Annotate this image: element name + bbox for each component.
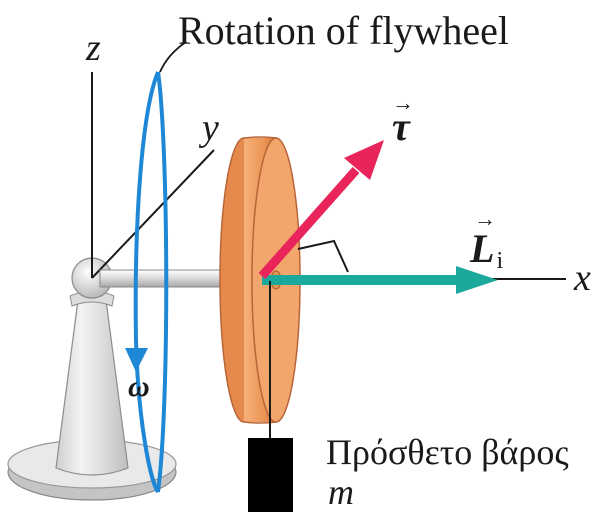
- added-weight-label: Πρόσθετο βάρος: [326, 432, 569, 472]
- added-weight-block: [248, 438, 293, 512]
- mass-label: m: [328, 472, 354, 512]
- rotation-loop-front: [133, 71, 160, 494]
- angular-momentum-label: Li: [469, 226, 503, 274]
- x-axis-label: x: [573, 257, 591, 299]
- angular-momentum-subscript: i: [496, 248, 503, 274]
- rotation-arrowhead: [125, 348, 148, 372]
- torque-vector: [258, 140, 384, 279]
- omega-label: ω: [128, 370, 150, 403]
- y-axis-label: y: [198, 107, 219, 149]
- caption-leader: [159, 41, 187, 73]
- angular-momentum-arrow-mark: →: [474, 206, 496, 231]
- stand: [7, 257, 177, 501]
- z-axis-label: z: [85, 27, 101, 69]
- flywheel-rim-top: [243, 136, 277, 139]
- caption-text: Rotation of flywheel: [178, 8, 509, 53]
- angular-momentum-vector: [262, 266, 498, 294]
- right-angle-marker: [297, 239, 349, 273]
- rotation-loop-back: [156, 71, 169, 493]
- flywheel-rim-bottom: [243, 421, 277, 424]
- torque-label: τ: [392, 104, 411, 149]
- torque-arrow-mark: →: [392, 90, 414, 115]
- angular-momentum-symbol: L: [469, 226, 494, 271]
- y-axis-line: [91, 149, 215, 279]
- stand-column: [55, 299, 129, 476]
